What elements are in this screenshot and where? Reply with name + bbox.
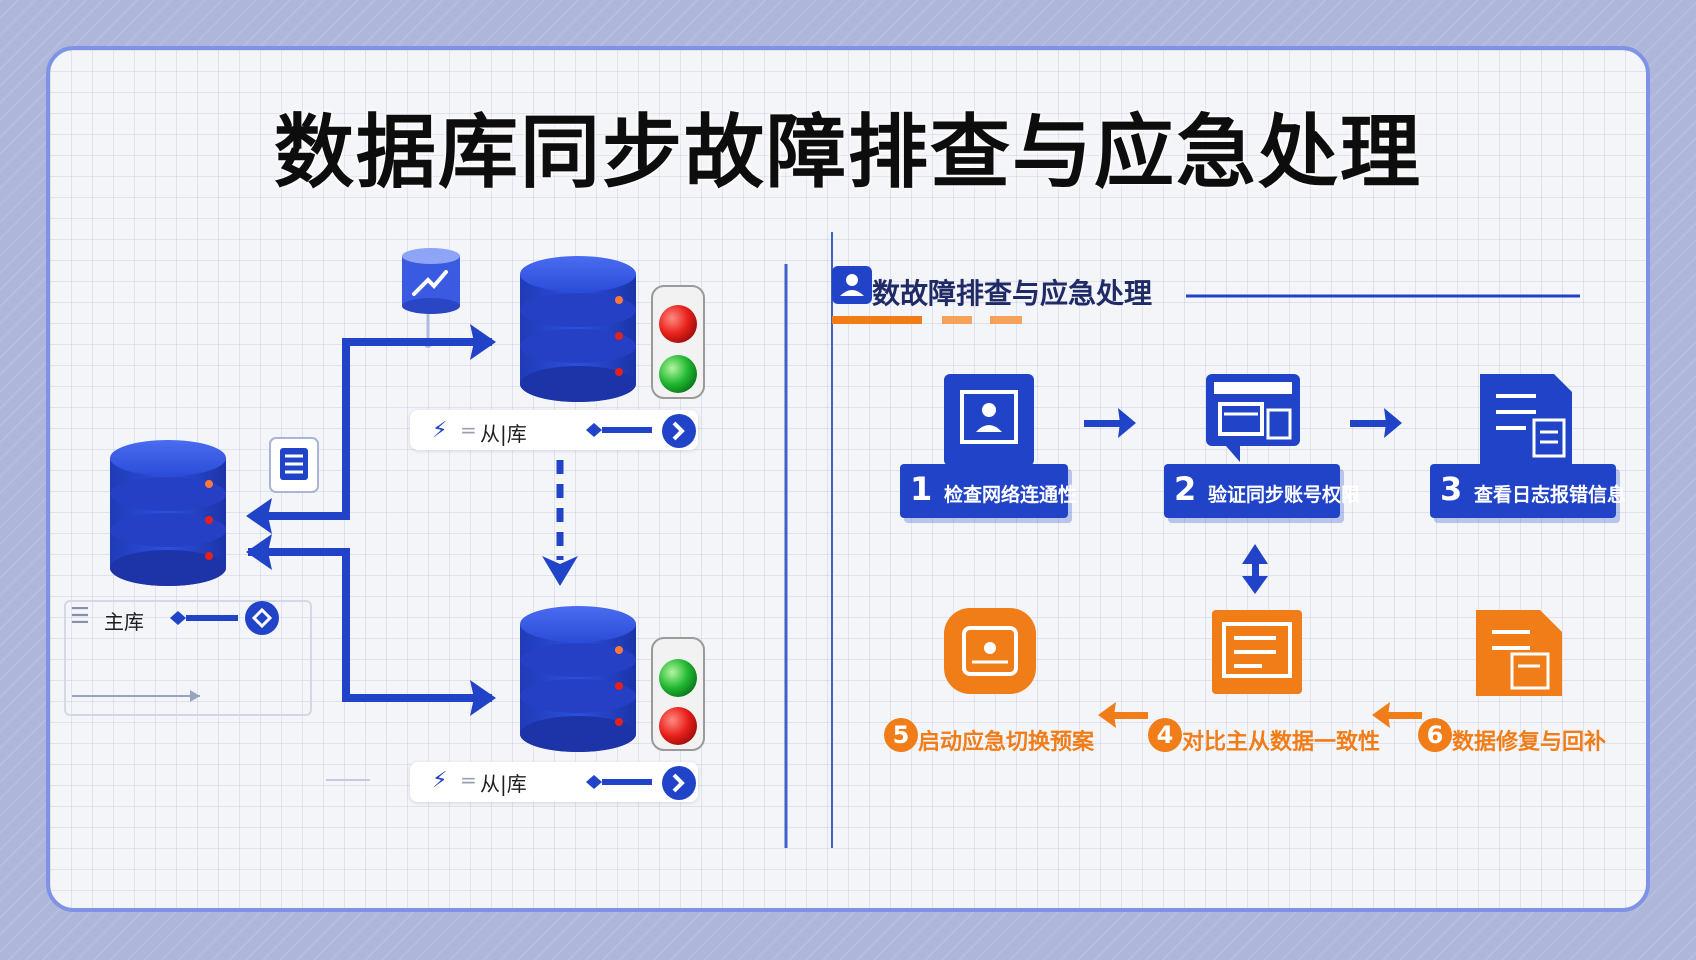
document-icon (269, 437, 319, 493)
step-5-text[interactable]: 启动应急切换预案 (918, 730, 1095, 755)
connector-arrowheads (246, 324, 496, 716)
step-5-number: 5 (884, 718, 918, 752)
replication-connectors (248, 338, 492, 702)
menu-lines-icon: ☰ (70, 604, 90, 629)
orange-document-icon (1212, 610, 1302, 694)
step-1-label[interactable]: 1 检查网络连通性 (900, 464, 1077, 518)
lightning-icon: ⚡ (432, 418, 448, 443)
orange-copy-docs-icon (1476, 610, 1562, 696)
chevron-right-icon[interactable] (660, 412, 698, 450)
slave-top-link-icon (586, 423, 652, 437)
equals-icon: = (460, 418, 477, 442)
database-sync-icon (402, 248, 460, 348)
slave-bottom-link-icon (586, 775, 652, 789)
lightning-icon-2: ⚡ (432, 768, 448, 793)
faint-arrowhead (190, 690, 200, 702)
status-light-bottom-icon (651, 637, 705, 751)
master-label-box (64, 600, 312, 716)
form-window-icon (1206, 374, 1300, 462)
step-4-text[interactable]: 对比主从数据一致性 (1182, 730, 1381, 755)
step-2-text: 验证同步账号权限 (1208, 484, 1361, 506)
orange-switch-icon (944, 608, 1036, 694)
slave-top-label: 从|库 (480, 422, 527, 446)
step-6-text[interactable]: 数据修复与回补 (1452, 730, 1607, 755)
step-arrows-bottom (1098, 702, 1422, 728)
master-database-icon (110, 440, 226, 586)
step-arrows-top (1084, 408, 1402, 438)
slave-sync-arrow (542, 460, 578, 586)
page-title: 数据库同步故障排查与应急处理 (274, 106, 1422, 199)
slave-bottom-label: 从|库 (480, 772, 527, 796)
step-3-text: 查看日志报错信息 (1474, 484, 1627, 506)
step-2-number: 2 (1174, 470, 1197, 508)
master-label: 主库 (104, 610, 144, 634)
master-link-icon (170, 601, 279, 635)
step-6-number: 6 (1418, 718, 1452, 752)
section-title-decoration (832, 266, 1580, 324)
equals-icon-2: = (460, 768, 477, 792)
diagram-card (46, 46, 1650, 912)
monitor-user-icon (944, 374, 1034, 466)
step-4-number: 4 (1148, 718, 1182, 752)
step-1-text: 检查网络连通性 (944, 484, 1078, 506)
section-title: 数故障排查与应急处理 (872, 277, 1153, 310)
slave-database-bottom-icon (520, 606, 636, 752)
step-1-number: 1 (910, 470, 933, 508)
status-light-top-icon (651, 285, 705, 399)
slave-database-top-icon (520, 256, 636, 402)
step-3-label[interactable]: 3 查看日志报错信息 (1430, 464, 1626, 518)
step-2-label[interactable]: 2 验证同步账号权限 (1164, 464, 1360, 518)
document-list-icon (1480, 374, 1572, 466)
step-3-number: 3 (1440, 470, 1463, 508)
step-2-4-connector (1242, 544, 1268, 594)
chevron-right-icon-2[interactable] (660, 764, 698, 802)
